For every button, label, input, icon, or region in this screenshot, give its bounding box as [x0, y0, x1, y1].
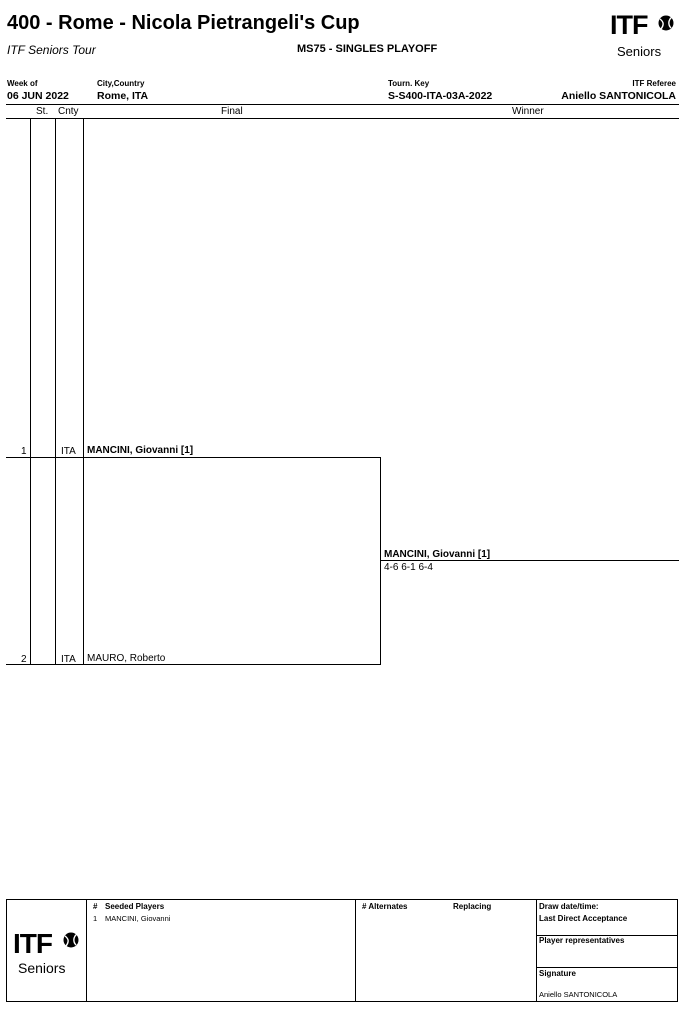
footer-divider-3	[536, 900, 537, 1001]
week-label: Week of	[7, 79, 38, 88]
footer-itf-logo-text: ITF	[13, 928, 53, 959]
itf-seniors-logo: ITF Seniors	[606, 10, 676, 62]
column-header-final: Final	[221, 106, 243, 117]
seeded-player-1-name: MANCINI, Giovanni	[105, 914, 171, 923]
draw-date-label: Draw date/time:	[539, 902, 599, 911]
player-1-name: MANCINI, Giovanni [1]	[87, 445, 194, 456]
winner-score: 4-6 6-1 6-4	[384, 562, 433, 573]
winner-line	[381, 560, 679, 561]
player-representatives-label: Player representatives	[539, 936, 625, 945]
bracket-connector	[380, 457, 381, 665]
player-2-name: MAURO, Roberto	[87, 653, 166, 664]
column-header-cnty: Cnty	[58, 106, 79, 117]
last-direct-acceptance-label: Last Direct Acceptance	[539, 914, 628, 923]
signature-value: Aniello SANTONICOLA	[539, 990, 618, 999]
tour-subtitle: ITF Seniors Tour	[7, 43, 96, 57]
player-2-line	[6, 664, 381, 665]
tourn-key-label: Tourn. Key	[388, 79, 430, 88]
alternates-label: # Alternates	[362, 902, 408, 911]
city-value: Rome, ITA	[97, 90, 149, 102]
player-1-country: ITA	[61, 446, 76, 457]
tourn-key-value: S-S400-ITA-03A-2022	[388, 90, 493, 102]
footer-tennis-ball-icon	[63, 932, 79, 948]
referee-label: ITF Referee	[632, 79, 676, 88]
column-header-divider	[6, 118, 679, 119]
week-value: 06 JUN 2022	[7, 90, 69, 102]
tennis-ball-icon	[658, 15, 674, 31]
player-1-position: 1	[21, 446, 27, 457]
grid-line-name	[83, 118, 84, 665]
seniors-logo-text: Seniors	[617, 44, 662, 59]
seeded-players-label: Seeded Players	[105, 902, 165, 911]
player-1-line	[6, 457, 381, 458]
column-header-winner: Winner	[512, 106, 544, 117]
header-divider	[6, 104, 679, 105]
referee-value: Aniello SANTONICOLA	[561, 90, 676, 102]
grid-line-cnty	[55, 118, 56, 665]
footer-divider-1	[86, 900, 87, 1001]
seeded-player-1-number: 1	[93, 914, 98, 923]
event-name: MS75 - SINGLES PLAYOFF	[297, 43, 438, 55]
signature-label: Signature	[539, 969, 576, 978]
itf-logo-text: ITF	[610, 10, 648, 40]
footer-hline-1	[536, 935, 677, 936]
footer-seniors-logo-text: Seniors	[18, 960, 66, 976]
tournament-title: 400 - Rome - Nicola Pietrangeli's Cup	[7, 12, 360, 34]
replacing-label: Replacing	[453, 902, 492, 911]
city-label: City,Country	[97, 79, 145, 88]
column-header-st: St.	[36, 106, 49, 117]
footer-divider-2	[355, 900, 356, 1001]
player-2-country: ITA	[61, 654, 76, 665]
footer-hline-2	[536, 967, 677, 968]
seeded-hash: #	[93, 902, 98, 911]
winner-name: MANCINI, Giovanni [1]	[384, 549, 491, 560]
grid-line-st	[30, 118, 31, 665]
player-2-position: 2	[21, 654, 27, 665]
footer-box: ITF Seniors # Seeded Players 1 MANCINI, …	[6, 899, 678, 1002]
